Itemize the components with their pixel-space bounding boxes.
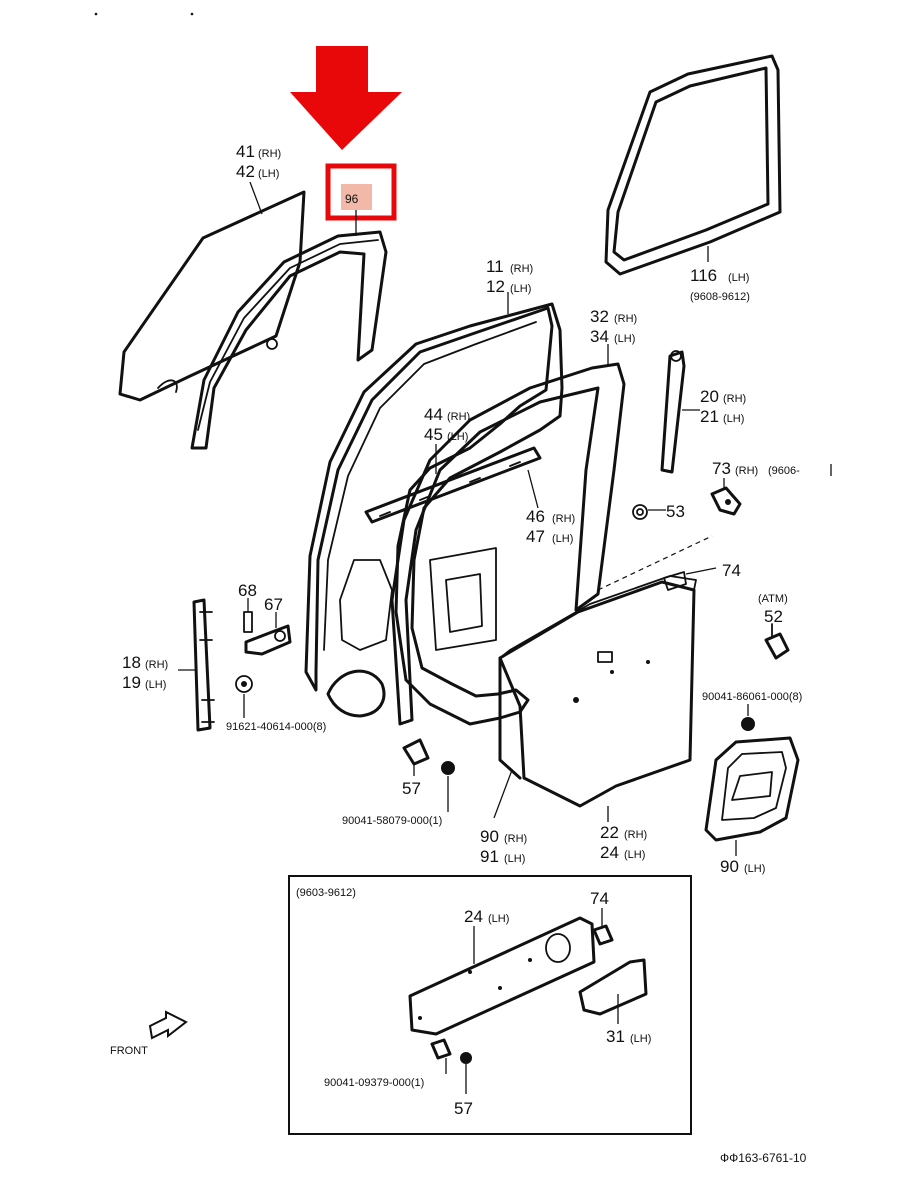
inset-clip (592, 924, 614, 946)
callout-42-side: (LH) (258, 168, 279, 180)
screw-icon (402, 738, 455, 775)
door-weatherstrip (604, 54, 782, 276)
callout-11-side: (RH) (510, 263, 533, 275)
callout-41: 41 (236, 142, 255, 161)
inset-callout-31: 31 (606, 1027, 625, 1046)
door-clip (764, 623, 790, 660)
callout-52-note: (ATM) (758, 593, 788, 605)
inset-pocket (578, 958, 648, 1016)
callout-116-side: (LH) (728, 272, 749, 284)
door-opening-trim (390, 362, 626, 726)
callout-47: 47 (526, 527, 545, 546)
inset-box (288, 875, 692, 1135)
callout-34: 34 (590, 327, 609, 346)
callout-44-side: (RH) (447, 411, 470, 423)
callout-67: 67 (264, 595, 283, 614)
inset-callout-31-side: (LH) (630, 1033, 651, 1045)
door-bumper (632, 486, 742, 520)
callout-32-side: (RH) (614, 313, 637, 325)
callout-45-side: (LH) (447, 431, 468, 443)
door-trim-panel (498, 575, 697, 808)
callout-21-side: (LH) (723, 413, 744, 425)
callout-46-side: (RH) (552, 513, 575, 525)
inset-callout-24: 24 (464, 907, 483, 926)
callout-73: 73 (712, 459, 731, 478)
callout-47-side: (LH) (552, 533, 573, 545)
inset-callout-57: 57 (454, 1099, 473, 1118)
callout-52: 52 (764, 607, 783, 626)
inset-range: (9603-9612) (296, 887, 356, 899)
callout-96: 96 (345, 192, 359, 206)
callout-34-side: (LH) (614, 333, 635, 345)
callout-18: 18 (122, 653, 141, 672)
inset-callout-24-side: (LH) (488, 913, 509, 925)
callout-53: 53 (666, 502, 685, 521)
callout-21: 21 (700, 407, 719, 426)
callout-57: 57 (402, 779, 421, 798)
inside-handle-bezel (704, 736, 800, 842)
reference-code: ФФ163-6761-10 (720, 1151, 807, 1165)
bolt-b-code: 91621-40614-000(8) (226, 721, 326, 733)
inset-trim-board (408, 916, 596, 1036)
front-arrow-icon (148, 1010, 188, 1040)
callout-42: 42 (236, 162, 255, 181)
bolt-a-code: 90041-86061-000(8) (702, 691, 802, 703)
belt-molding (364, 446, 542, 524)
callout-116: 116 (690, 266, 717, 285)
window-guide-rail (660, 350, 686, 474)
callout-12-side: (LH) (510, 283, 531, 295)
callout-22: 22 (600, 823, 619, 842)
callout-32: 32 (590, 307, 609, 326)
bolt-c-code: 90041-58079-000(1) (342, 815, 442, 827)
callout-45: 45 (424, 425, 443, 444)
callout-24: 24 (600, 843, 619, 862)
callout-19-side: (LH) (145, 679, 166, 691)
front-label: FRONT (110, 1045, 148, 1057)
callout-91: 91 (480, 847, 499, 866)
lock-rod-clips (235, 611, 292, 693)
callout-12: 12 (486, 277, 505, 296)
callout-90-lh: 90 (720, 857, 739, 876)
nut-icon (741, 717, 755, 731)
callout-91-side: (LH) (504, 853, 525, 865)
callout-18-side: (RH) (145, 659, 168, 671)
highlight-arrow-icon (290, 46, 402, 150)
glass-run-channel (190, 230, 388, 450)
callout-90-lh-side: (LH) (744, 863, 765, 875)
callout-20: 20 (700, 387, 719, 406)
callout-19: 19 (122, 673, 141, 692)
callout-20-side: (RH) (723, 393, 746, 405)
callout-74: 74 (722, 561, 741, 580)
highlight-tag (341, 184, 372, 210)
callout-68: 68 (238, 581, 257, 600)
callout-46: 46 (526, 507, 545, 526)
inset-screws (430, 1038, 472, 1064)
inset-bolt-code: 90041-09379-000(1) (324, 1077, 424, 1089)
callout-73-range: (9606- (768, 465, 800, 477)
inset-callout-74: 74 (590, 889, 609, 908)
callout-90: 90 (480, 827, 499, 846)
window-regulator (192, 598, 215, 732)
callout-116-range: (9608-9612) (690, 291, 750, 303)
callout-24-side: (LH) (624, 849, 645, 861)
scan-marks (94, 12, 194, 16)
callout-90-side: (RH) (504, 833, 527, 845)
door-glass (118, 190, 306, 402)
callout-73-side: (RH) (735, 465, 758, 477)
highlight-box (325, 163, 397, 221)
callout-44: 44 (424, 405, 443, 424)
callout-41-side: (RH) (258, 148, 281, 160)
callout-11: 11 (486, 257, 504, 276)
callout-22-side: (RH) (624, 829, 647, 841)
front-door-panel (304, 302, 564, 726)
